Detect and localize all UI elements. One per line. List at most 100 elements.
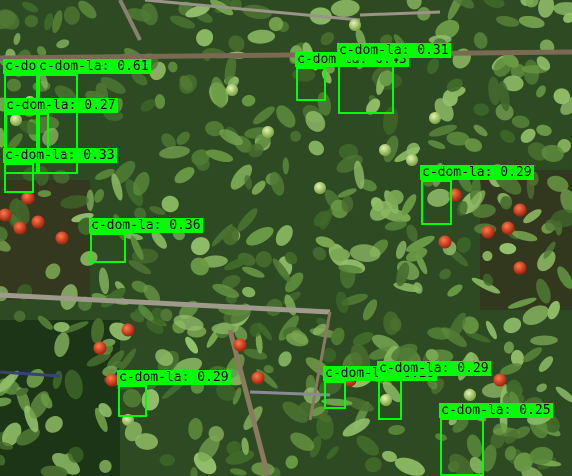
leaf (71, 212, 94, 223)
detection-box: c-dom-la: 0.29 (117, 370, 231, 417)
leaf (547, 300, 560, 320)
leaf (190, 257, 209, 276)
leaf (510, 349, 525, 367)
leaf (45, 416, 63, 433)
leaf (29, 391, 50, 419)
leaf (205, 149, 234, 163)
leaf (536, 278, 551, 304)
leaf (282, 401, 308, 423)
leaf (317, 92, 331, 116)
tomato (481, 225, 495, 239)
leaf (394, 457, 425, 476)
leaf (321, 348, 337, 363)
tomato (379, 144, 391, 156)
leaf (222, 274, 241, 289)
leaf (365, 457, 382, 473)
leaf (37, 315, 53, 330)
leaf (128, 260, 152, 275)
leaf (383, 311, 400, 336)
bounding-box-outline (90, 233, 126, 263)
leaf (498, 81, 510, 112)
leaf (427, 58, 440, 75)
detection-box: c-dom-la: 0.25 (439, 403, 553, 476)
leaf (511, 115, 530, 129)
leaf (447, 284, 463, 297)
leaf (536, 85, 546, 98)
leaf (312, 247, 327, 261)
leaf (284, 251, 298, 265)
leaf (356, 435, 379, 456)
detection-label: c-dom-la: 0.25 (439, 403, 553, 418)
leaf (263, 365, 274, 374)
leaf (473, 124, 488, 137)
leaf (502, 75, 524, 92)
leaf (538, 0, 555, 18)
leaf (543, 241, 556, 259)
leaf (78, 0, 97, 19)
leaf (330, 0, 360, 17)
leaf (483, 0, 505, 9)
detection-label: c-dom-la: 0.33 (3, 148, 117, 163)
leaf (275, 225, 293, 246)
detection-label: c-dom-la: 0.27 (4, 98, 118, 113)
leaf (219, 129, 243, 146)
tomato (55, 231, 69, 245)
leaf (255, 251, 272, 268)
leaf (159, 454, 175, 467)
leaf (160, 308, 173, 322)
leaf (226, 440, 241, 455)
leaf (154, 94, 166, 109)
leaf (482, 250, 493, 262)
leaf (251, 180, 266, 195)
leaf (54, 85, 76, 103)
leaf (255, 332, 263, 354)
leaf (282, 157, 290, 175)
leaf (473, 103, 490, 116)
leaf (523, 209, 542, 224)
leaf (278, 351, 292, 367)
leaf (188, 418, 203, 440)
leaf (268, 16, 284, 32)
detection-label: c-dom-la: 0.36 (89, 218, 203, 233)
leaf (471, 277, 501, 294)
leaf (499, 242, 517, 255)
leaf (52, 10, 63, 33)
leaf (449, 453, 474, 476)
bounding-box-outline (118, 385, 147, 417)
leaf (520, 128, 536, 143)
detection-box: c-dom-la: 0.43 (295, 52, 409, 101)
leaf (52, 452, 80, 475)
leaf (228, 35, 245, 52)
leaf (557, 266, 572, 289)
leaf (63, 6, 80, 25)
bounding-box-outline (296, 67, 326, 101)
leaf (503, 53, 519, 68)
leaf (469, 456, 484, 474)
leaf (308, 140, 324, 156)
leaf (382, 450, 397, 462)
leaf (560, 189, 572, 214)
leaf (130, 235, 144, 261)
leaf (521, 466, 544, 476)
leaf (100, 76, 126, 94)
leaf (94, 407, 108, 432)
leaf (60, 321, 89, 334)
leaf (196, 29, 214, 47)
leaf (353, 331, 374, 346)
leaf (504, 429, 519, 444)
leaf (285, 455, 298, 469)
tomato (380, 394, 392, 406)
tomato (93, 341, 107, 355)
leaf (447, 0, 464, 20)
leaf (547, 175, 569, 192)
bounding-box-outline (38, 74, 78, 174)
leaf (482, 273, 494, 286)
leaf (102, 365, 118, 377)
detection-box: c-dom-la: 0.36 (89, 218, 203, 263)
leaf (45, 263, 61, 280)
leaf (338, 264, 363, 274)
tomato (121, 323, 135, 337)
leaf (86, 352, 111, 367)
leaf (0, 370, 20, 393)
